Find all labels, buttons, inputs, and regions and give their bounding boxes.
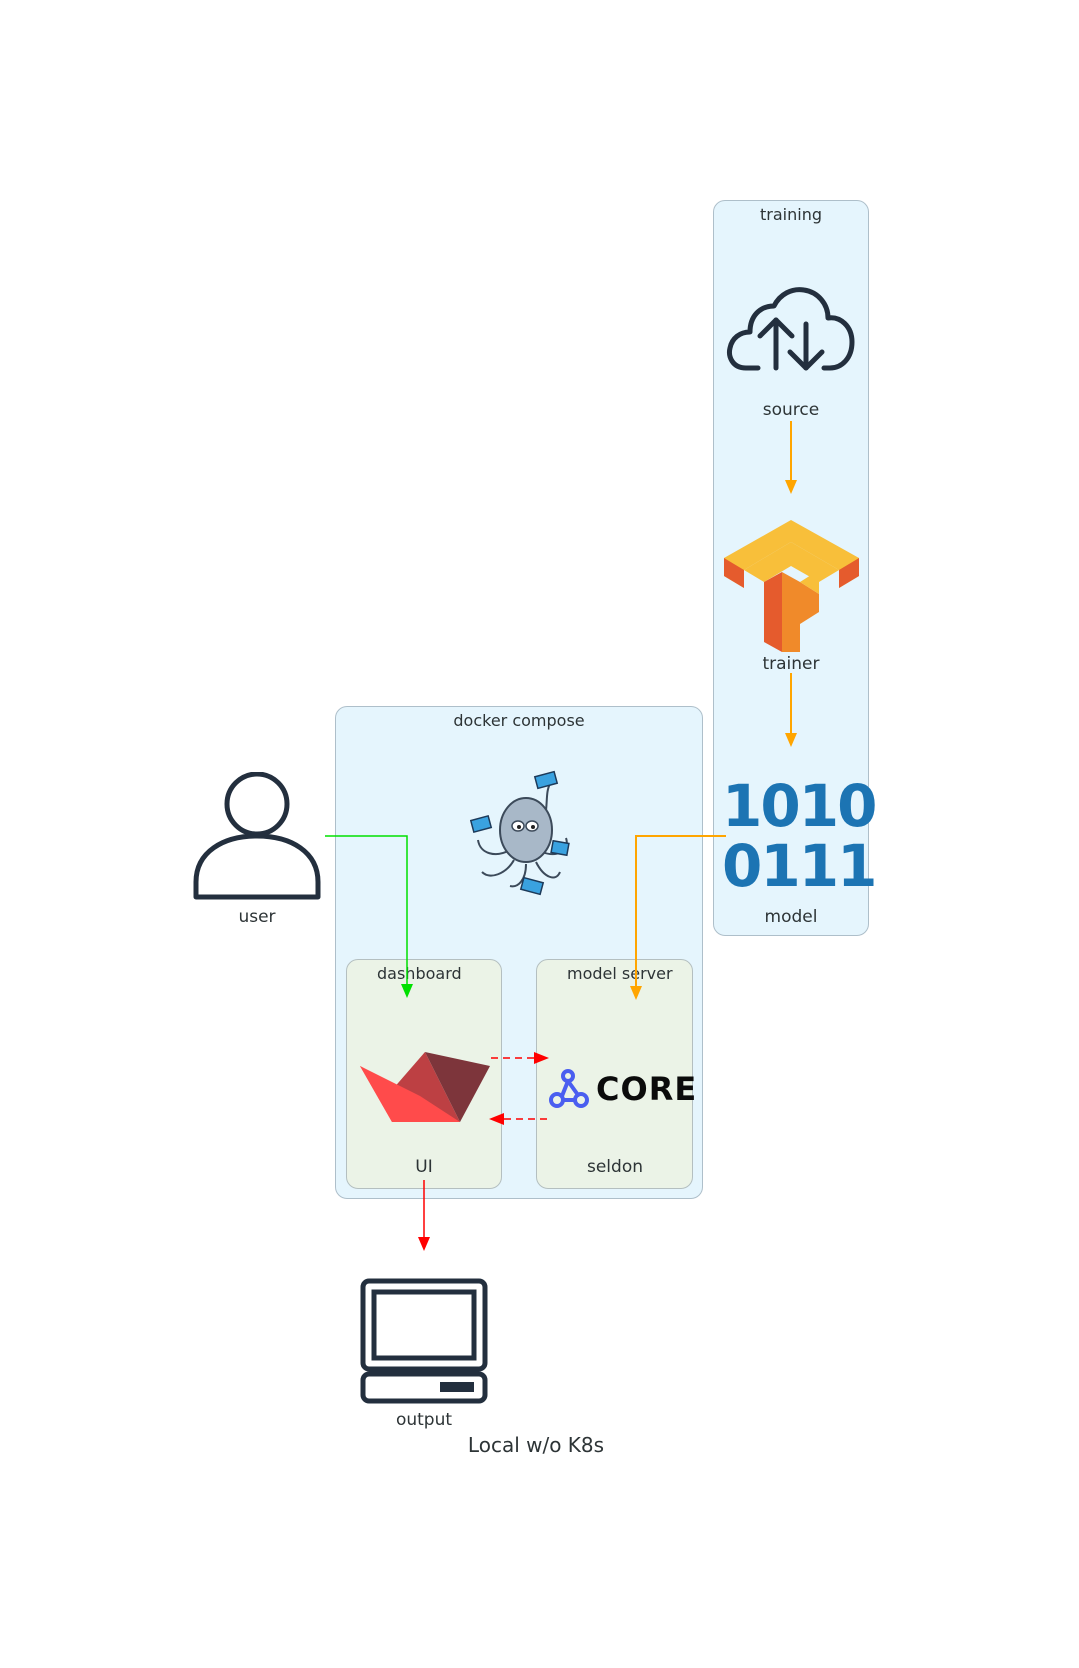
laptop-icon [360, 1278, 488, 1404]
edge-source-trainer [785, 421, 797, 494]
user-label: user [238, 907, 276, 927]
diagram-caption: Local w/o K8s [467, 1433, 605, 1457]
streamlit-icon [360, 1052, 490, 1124]
cluster-docker-compose-label: docker compose [453, 711, 585, 730]
edge-trainer-model [785, 673, 797, 747]
model-label: model [764, 907, 818, 927]
edge-user-dashboard [325, 835, 413, 998]
cloud-sync-icon [726, 284, 856, 374]
output-label: output [395, 1410, 453, 1430]
edge-ui-seldon [491, 1052, 549, 1064]
cluster-dashboard-label: dashboard [377, 964, 462, 983]
seldon-label: seldon [586, 1157, 643, 1177]
seldon-logo-icon [549, 1069, 589, 1108]
model-binary-line1: 1010 [722, 772, 877, 840]
cluster-model-server: model server [536, 959, 693, 1189]
ui-label: UI [415, 1157, 433, 1177]
user-icon [193, 771, 323, 902]
edge-seldon-ui [489, 1113, 547, 1125]
binary-model-icon: 1010 0111 [722, 772, 877, 900]
tensorflow-icon [724, 512, 859, 654]
seldon-core-text: CORE [596, 1070, 698, 1108]
cluster-training-label: training [760, 205, 822, 224]
docker-compose-octopus-icon [469, 770, 580, 900]
seldon-core-icon: CORE [548, 1068, 696, 1110]
cluster-model-server-label: model server [567, 964, 673, 983]
edge-ui-output [418, 1180, 430, 1251]
edge-model-modelserver [630, 835, 726, 1000]
source-label: source [762, 400, 820, 420]
trainer-label: trainer [762, 654, 820, 674]
model-binary-line2: 0111 [722, 832, 877, 900]
